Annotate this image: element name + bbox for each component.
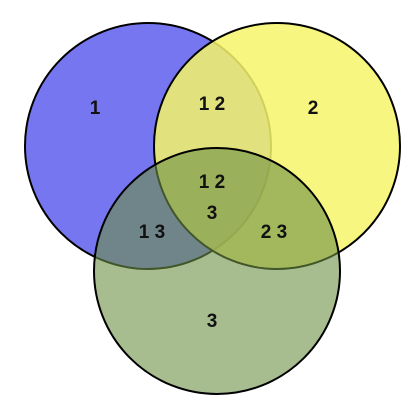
label-1-2: 1 2	[199, 94, 225, 115]
label-1-2-3-line2: 3	[207, 203, 218, 224]
label-only-1: 1	[90, 98, 101, 119]
set-3-circle	[93, 147, 341, 395]
label-only-2: 2	[308, 98, 319, 119]
label-1-3: 1 3	[139, 222, 165, 243]
label-only-3: 3	[207, 311, 218, 332]
label-2-3: 2 3	[261, 222, 287, 243]
label-1-2-3-line1: 1 2	[199, 172, 225, 193]
